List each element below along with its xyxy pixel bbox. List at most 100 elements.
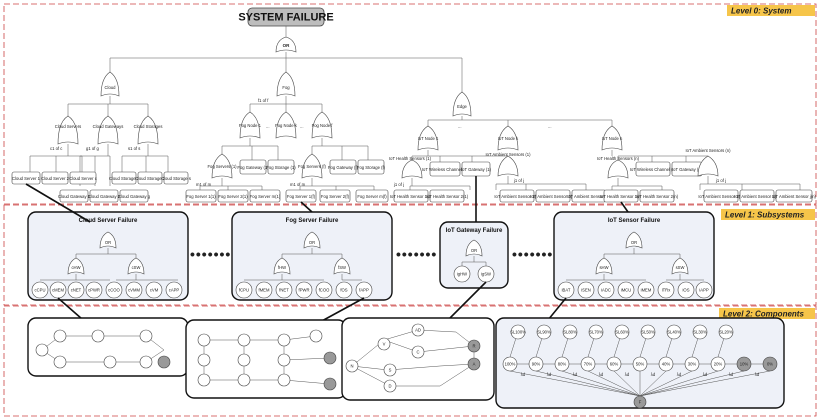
level2-tag	[719, 308, 815, 319]
battery-sleep-state-7	[692, 324, 708, 340]
svg-text:Cloud Storage 1: Cloud Storage 1	[109, 176, 140, 181]
battery-state-9	[736, 356, 752, 372]
svg-text:Cloud Gateway 1: Cloud Gateway 1	[58, 194, 91, 199]
fog-server-leaves: fCPU fMEM fNET fPWR fCOO fOS fAPP	[235, 281, 373, 299]
battery-state-label-9: 10%	[740, 362, 749, 367]
fog-server-1-1-box	[185, 189, 217, 203]
svg-text:R: R	[472, 344, 475, 349]
battery-markov-chain: 100%λd90%λd80%λd70%λd60%λd50%λd40%λd30%λ…	[502, 324, 778, 409]
svg-text:fOS: fOS	[340, 288, 347, 293]
svg-text:IoT Ambient Sensor 2(n): IoT Ambient Sensor 2(n)	[734, 194, 780, 199]
svg-text:Fog Server 2(1): Fog Server 2(1)	[218, 194, 248, 199]
svg-text:igSW: igSW	[481, 272, 491, 277]
svg-text:Edge: Edge	[457, 104, 467, 109]
battery-sleep-label-5: SL50%	[641, 330, 655, 335]
battery-edge-label: λd	[651, 372, 656, 377]
fog-gateway-f-box	[329, 159, 357, 175]
svg-text:cSW: cSW	[132, 265, 141, 270]
svg-text:IoT Health Sensor 2(n): IoT Health Sensor 2(n)	[636, 194, 679, 199]
cloud-storage-1-box	[111, 171, 137, 185]
svg-text:IoT Gateway (1): IoT Gateway (1)	[461, 167, 492, 172]
cloud-server-failure-panel	[27, 211, 189, 301]
svg-text:Cloud Server c: Cloud Server c	[69, 176, 97, 181]
iot-sensor-failure-title: IoT Sensor Failure	[608, 218, 661, 224]
svg-text:j1 of j: j1 of j	[393, 182, 404, 187]
svg-text:iMEM: iMEM	[641, 288, 652, 293]
svg-text:IoT Ambient Sensor 1(n): IoT Ambient Sensor 1(n)	[698, 194, 744, 199]
svg-text:Fog Node 1: Fog Node 1	[239, 123, 262, 128]
fog-server-m-f-box	[355, 189, 389, 203]
battery-state-7	[684, 356, 700, 372]
battery-edge-label: λd	[547, 372, 552, 377]
svg-text:iMCU: iMCU	[621, 288, 631, 293]
fog-storage-1-box	[267, 159, 295, 175]
battery-state-label-5: 50%	[636, 362, 645, 367]
fog-markov-chain	[197, 329, 337, 391]
cloud-markov-chain	[35, 329, 171, 369]
battery-state-label-3: 70%	[584, 362, 593, 367]
svg-text:iTRx: iTRx	[662, 288, 672, 293]
battery-sleep-state-6	[666, 324, 682, 340]
battery-edge-label: λd	[521, 372, 526, 377]
svg-text:OR: OR	[105, 240, 111, 245]
battery-sleep-state-5	[640, 324, 656, 340]
level2-band	[3, 305, 817, 417]
battery-sleep-state-8	[718, 324, 734, 340]
level0-label: Level 0: System	[731, 7, 791, 16]
ighw-circle	[453, 265, 471, 283]
cloud-gateways-group: Cloud Gateways g1 of g	[79, 115, 123, 186]
svg-text:IoT Ambient Sensor 1(1): IoT Ambient Sensor 1(1)	[494, 194, 540, 199]
iot-sensor-leaves: iBAT iSEN iADC iMCU iMEM iTRx iOS iAPP	[557, 281, 713, 299]
svg-text:OR: OR	[471, 248, 477, 253]
cloud-server-1-label: Cloud Server 1	[12, 176, 41, 181]
svg-text:Fog Servers (f): Fog Servers (f)	[298, 164, 327, 169]
fog-server-m-1-box	[249, 189, 281, 203]
battery-state-2	[554, 356, 570, 372]
svg-text:cCPU: cCPU	[35, 288, 46, 293]
iot-gateway-failure-title: IoT Gateway Failure	[446, 228, 503, 234]
svg-text:IoT Wireless Channel (n): IoT Wireless Channel (n)	[630, 167, 677, 172]
svg-text:IoT Health Sensor 1(n): IoT Health Sensor 1(n)	[600, 194, 643, 199]
svg-text:sSW: sSW	[676, 265, 685, 270]
iot-health-sensors-n-gate	[607, 159, 629, 179]
svg-text:IoT Gateway (n): IoT Gateway (n)	[672, 167, 703, 172]
battery-edge-label: λd	[573, 372, 578, 377]
cloud-storages-vote: s1 of s	[128, 146, 140, 151]
battery-sleep-state-2	[562, 324, 578, 340]
svg-text:IoT Health Sensors (1): IoT Health Sensors (1)	[389, 156, 432, 161]
svg-text:j1 of j: j1 of j	[715, 178, 726, 183]
svg-text:Fog Node k: Fog Node k	[275, 123, 298, 128]
cloud-server-2-box	[41, 171, 69, 185]
fog-node-1: Fog Node 1	[239, 111, 262, 139]
or-gate-top	[275, 36, 297, 53]
svg-text:fSW: fSW	[338, 265, 346, 270]
svg-text:C: C	[416, 350, 419, 355]
battery-edge-label: λd	[729, 372, 734, 377]
svg-text:cCOO: cCOO	[108, 288, 120, 293]
svg-text:IoT Ambient Sensor j(n): IoT Ambient Sensor j(n)	[772, 194, 817, 199]
cloud-server-failure-title: Cloud Server Failure	[79, 218, 138, 224]
iot-sensor-failure-panel	[553, 211, 715, 301]
battery-sleep-label-8: SL20%	[719, 330, 733, 335]
cloud-storage-2-box	[137, 171, 163, 185]
svg-text:fPWR: fPWR	[299, 288, 310, 293]
cloud-storage-s-box	[163, 171, 189, 185]
svg-text:Fog Server m(f): Fog Server m(f)	[357, 194, 387, 199]
level1-tag	[721, 209, 815, 220]
battery-state-label-0: 100%	[505, 362, 516, 367]
svg-text:IoT Ambient Sensors (1): IoT Ambient Sensors (1)	[485, 152, 531, 157]
cloud-gate-label: Cloud	[105, 85, 117, 90]
iot-ambient-sensor-2-n-box	[739, 189, 775, 203]
svg-text:IoT Node 1: IoT Node 1	[418, 136, 439, 141]
svg-text:j1 of j: j1 of j	[513, 178, 524, 183]
svg-text:IoT Node k: IoT Node k	[498, 136, 519, 141]
iot-node-k: IoT Node k	[497, 125, 519, 151]
svg-text:cHW: cHW	[71, 265, 80, 270]
svg-text:Fog Servers (1): Fog Servers (1)	[207, 164, 237, 169]
svg-text:...: ...	[548, 124, 552, 129]
svg-text:Cloud Server 2: Cloud Server 2	[41, 176, 70, 181]
battery-fail-label: F	[639, 400, 642, 405]
svg-text:Cloud Gateway 2: Cloud Gateway 2	[88, 194, 121, 199]
svg-text:cPWR: cPWR	[88, 288, 100, 293]
battery-sleep-label-1: SL90%	[537, 330, 551, 335]
